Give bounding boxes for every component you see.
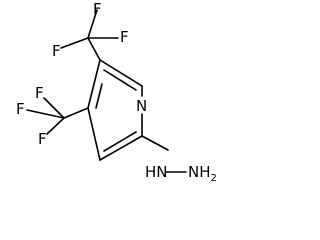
atom-n-ring: N bbox=[136, 97, 147, 115]
bond-cf3-lower-f2 bbox=[26, 109, 65, 119]
bond-c4-cf3-lower bbox=[63, 107, 89, 119]
atom-f-lower-2: F bbox=[16, 100, 25, 118]
bond-c5-c6-double bbox=[103, 69, 137, 91]
bond-c3-c4 bbox=[87, 107, 101, 161]
bond-c2-nh bbox=[141, 135, 169, 151]
structure-canvas: F F F F F F N HN NH2 bbox=[16, 0, 217, 184]
atom-f-lower-1: F bbox=[35, 84, 44, 102]
molecule-diagram: F F F F F F N HN NH2 bbox=[16, 0, 217, 184]
bond-cf3-upper-f1 bbox=[87, 9, 98, 39]
atom-nh2-main: NH bbox=[188, 163, 211, 181]
atom-nh2-subscript: 2 bbox=[211, 173, 217, 184]
atom-f-lower-3: F bbox=[38, 130, 47, 148]
bond-c5-cf3-upper bbox=[87, 37, 101, 61]
atom-hn: HN bbox=[145, 163, 168, 181]
atom-f-upper-2: F bbox=[120, 28, 129, 46]
atom-nh2: NH2 bbox=[188, 163, 217, 184]
bond-c5-c6 bbox=[99, 59, 143, 87]
bond-c2-c3-double bbox=[103, 131, 137, 152]
atom-f-upper-1: F bbox=[93, 0, 102, 18]
bond-cf3-lower-f1 bbox=[43, 97, 65, 119]
bond-c4-double bbox=[95, 83, 103, 109]
atom-f-upper-3: F bbox=[52, 42, 61, 60]
bond-cf3-lower-f3 bbox=[46, 117, 65, 135]
bond-c2-c3 bbox=[99, 135, 143, 161]
bond-c4-c5 bbox=[87, 59, 101, 109]
bond-cf3-upper-f3 bbox=[60, 37, 89, 49]
